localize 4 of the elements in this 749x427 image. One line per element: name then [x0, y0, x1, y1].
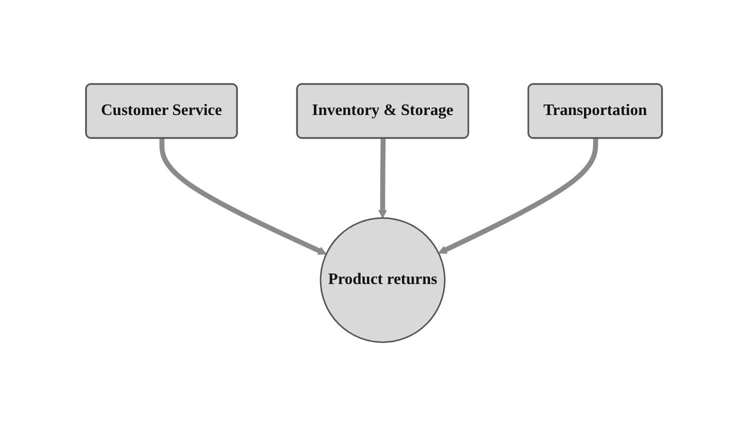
arrow — [438, 138, 599, 254]
arrow — [160, 138, 328, 256]
node-circle: Product returns — [320, 218, 446, 344]
arrow — [378, 138, 388, 219]
